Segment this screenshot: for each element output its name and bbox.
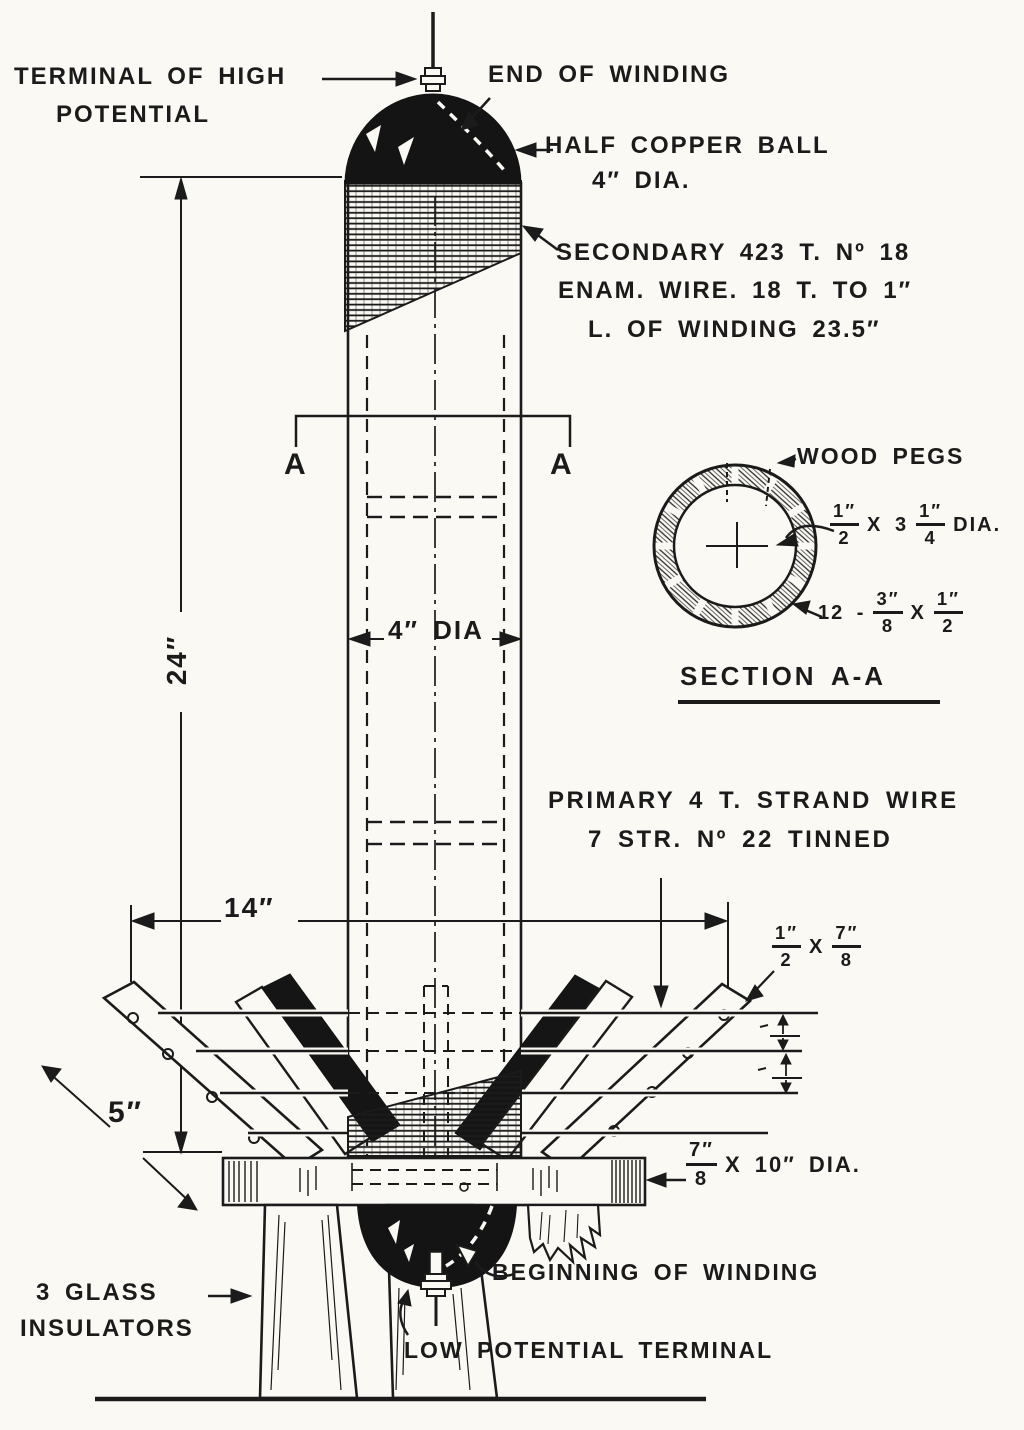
bore-frac-1: 1″2 bbox=[830, 501, 860, 548]
half-copper-ball-top bbox=[344, 93, 522, 185]
label-secondary-1: SECONDARY 423 T. Nº 18 bbox=[556, 239, 911, 266]
label-terminal-high-2: POTENTIAL bbox=[56, 101, 210, 128]
label-dim-14: 14″ bbox=[224, 892, 275, 923]
label-bore-size: 1″2 X 3 1″4 DIA. bbox=[830, 501, 1001, 548]
section-aa-ring bbox=[652, 463, 818, 629]
dim-5 bbox=[41, 1065, 198, 1211]
label-secondary-3: L. OF WINDING 23.5″ bbox=[588, 316, 881, 343]
arm-left-outer bbox=[101, 980, 325, 1169]
label-arm-section-size: 1″2 X 7″8 bbox=[772, 923, 862, 970]
arm-frac-1: 1″2 bbox=[772, 923, 802, 970]
label-primary-2: 7 STR. Nº 22 TINNED bbox=[588, 826, 893, 853]
strips-frac-2: 1″2 bbox=[933, 589, 963, 636]
label-arrows bbox=[208, 71, 835, 1336]
half-ball-bottom bbox=[357, 1205, 517, 1288]
secondary-winding-bottom bbox=[347, 1069, 522, 1157]
primary-wires bbox=[158, 1009, 818, 1137]
label-primary-1: PRIMARY 4 T. STRAND WIRE bbox=[548, 787, 959, 814]
tube-walls bbox=[346, 182, 523, 1158]
base-plate bbox=[221, 1156, 647, 1207]
dim-14 bbox=[130, 902, 729, 988]
secondary-winding-top bbox=[344, 180, 522, 333]
label-section-title: SECTION A-A bbox=[680, 661, 887, 691]
label-plate-size: 7″8 X 10″ DIA. bbox=[686, 1140, 861, 1189]
dim-24 bbox=[140, 176, 342, 1155]
bore-frac-2: 1″4 bbox=[916, 501, 946, 548]
dim-4dia bbox=[347, 631, 523, 647]
label-half-copper-ball: HALF COPPER BALL bbox=[545, 132, 830, 159]
arm-frac-2: 7″8 bbox=[832, 923, 862, 970]
label-terminal-high-1: TERMINAL OF HIGH bbox=[14, 63, 287, 90]
strips-frac-1: 3″8 bbox=[873, 589, 903, 636]
label-strips-size: 12 - 3″8 X 1″2 bbox=[818, 589, 963, 636]
label-section-a-left: A bbox=[284, 448, 308, 481]
label-glass-1: 3 GLASS bbox=[36, 1279, 158, 1306]
label-half-copper-ball-dia: 4″ DIA. bbox=[592, 167, 691, 194]
label-dim-5: 5″ bbox=[108, 1096, 144, 1129]
low-potential-terminal bbox=[420, 1273, 452, 1326]
label-end-of-winding: END OF WINDING bbox=[488, 61, 730, 88]
label-dim-4dia: 4″ DIA bbox=[388, 615, 484, 645]
label-beginning-of-winding: BEGINNING OF WINDING bbox=[492, 1259, 820, 1285]
primary-pointer-arrow bbox=[653, 878, 669, 1009]
top-binding-post bbox=[420, 67, 446, 92]
label-secondary-2: ENAM. WIRE. 18 T. TO 1″ bbox=[558, 277, 913, 304]
wire-spacing-dims bbox=[757, 1013, 802, 1095]
label-low-potential: LOW POTENTIAL TERMINAL bbox=[404, 1337, 774, 1363]
label-wood-pegs: WOOD PEGS bbox=[797, 443, 965, 469]
plate-frac: 7″8 bbox=[686, 1140, 717, 1189]
label-glass-2: INSULATORS bbox=[20, 1315, 194, 1342]
section-cut-line bbox=[294, 414, 572, 447]
label-dim-24: 24″ bbox=[161, 634, 192, 686]
tube-hidden-lines bbox=[365, 196, 506, 1252]
label-section-a-right: A bbox=[550, 448, 574, 481]
